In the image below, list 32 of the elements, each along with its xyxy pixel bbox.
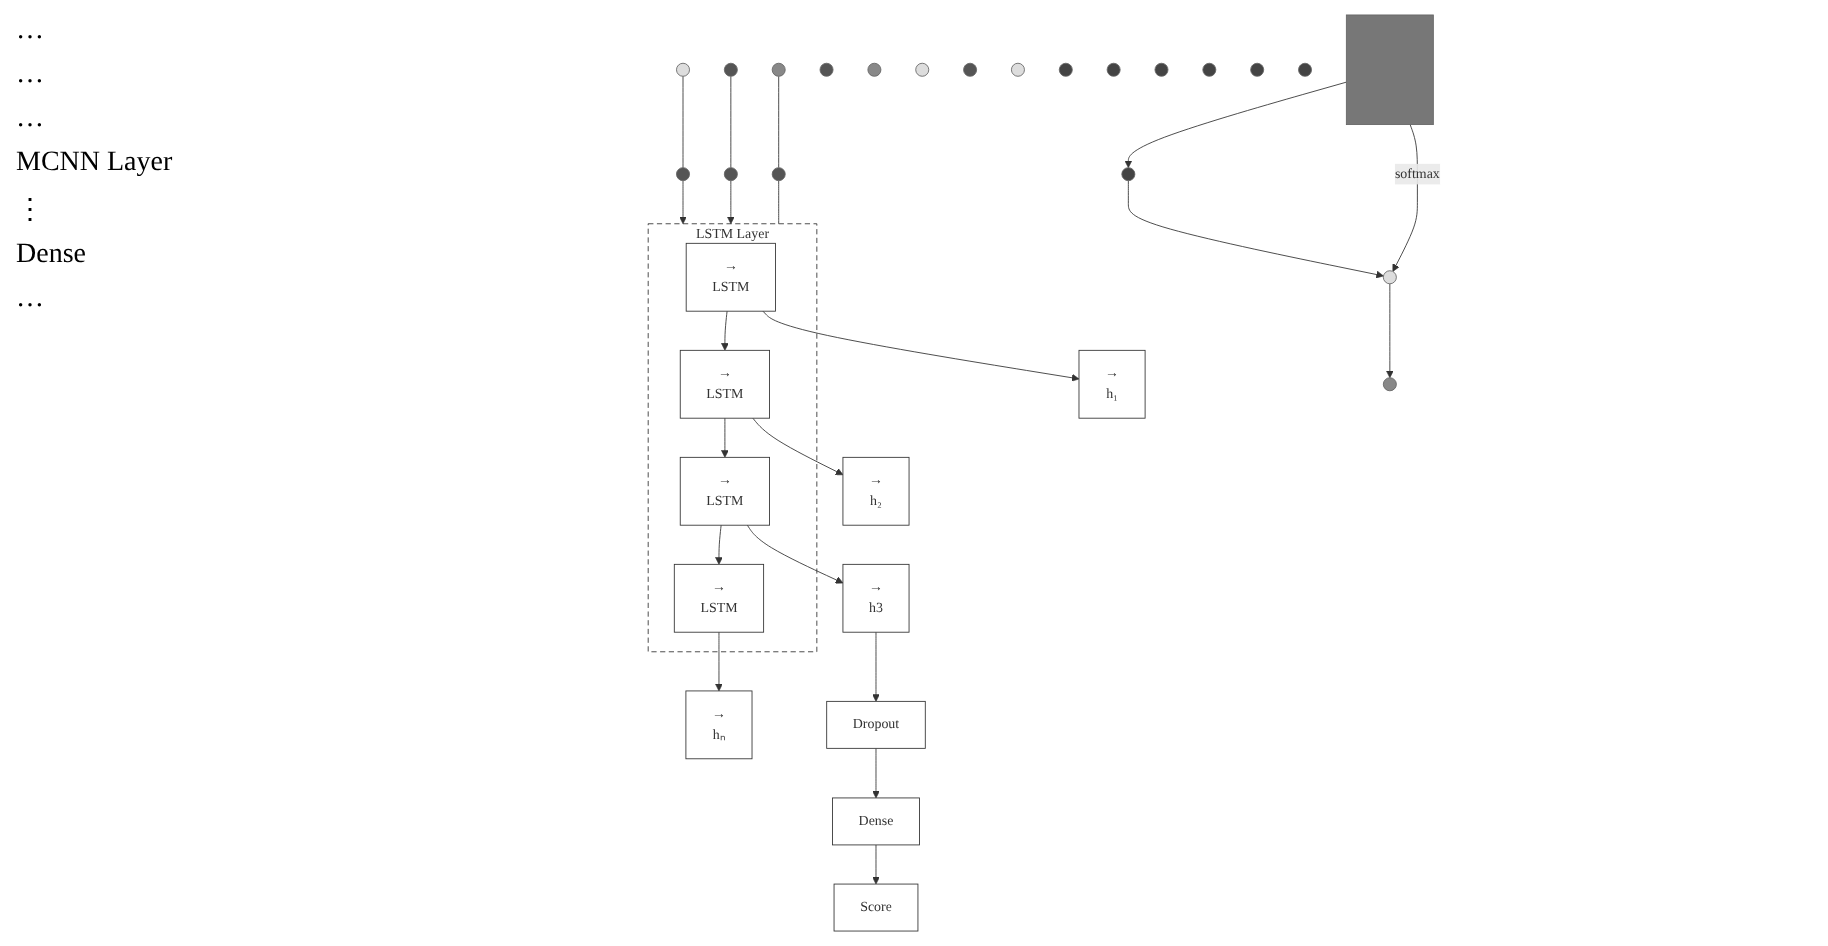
text-label: … — [16, 60, 46, 92]
node-circle — [1154, 62, 1169, 77]
node-circle — [819, 62, 834, 77]
node-circle — [867, 62, 882, 77]
node-circle — [723, 167, 738, 182]
node-circle — [1011, 62, 1025, 77]
connector — [730, 75, 732, 169]
node-circle — [1202, 62, 1217, 77]
text-label: … — [16, 16, 46, 48]
node-circle — [1106, 62, 1121, 77]
node-circle — [1382, 377, 1397, 392]
node-circle — [723, 62, 738, 77]
node-circle — [1250, 62, 1265, 77]
node-circle — [963, 62, 978, 77]
node-circle — [771, 62, 786, 77]
text-label: … — [16, 104, 46, 136]
text-label: Dense — [16, 240, 88, 272]
node-circle — [1121, 167, 1136, 182]
connector — [682, 75, 684, 169]
node-circle — [1382, 270, 1397, 285]
text-label: ⋮ — [16, 194, 46, 228]
node-circle — [1298, 62, 1312, 77]
node-box — [1345, 14, 1434, 125]
node-circle — [676, 167, 690, 182]
node-circle — [1058, 62, 1073, 77]
text-label: MCNN Layer — [16, 148, 175, 180]
text-label: … — [16, 284, 46, 316]
node-circle — [676, 62, 690, 77]
connector — [778, 180, 780, 225]
node-circle — [771, 167, 786, 182]
connector — [778, 75, 780, 169]
node-circle — [915, 62, 930, 77]
